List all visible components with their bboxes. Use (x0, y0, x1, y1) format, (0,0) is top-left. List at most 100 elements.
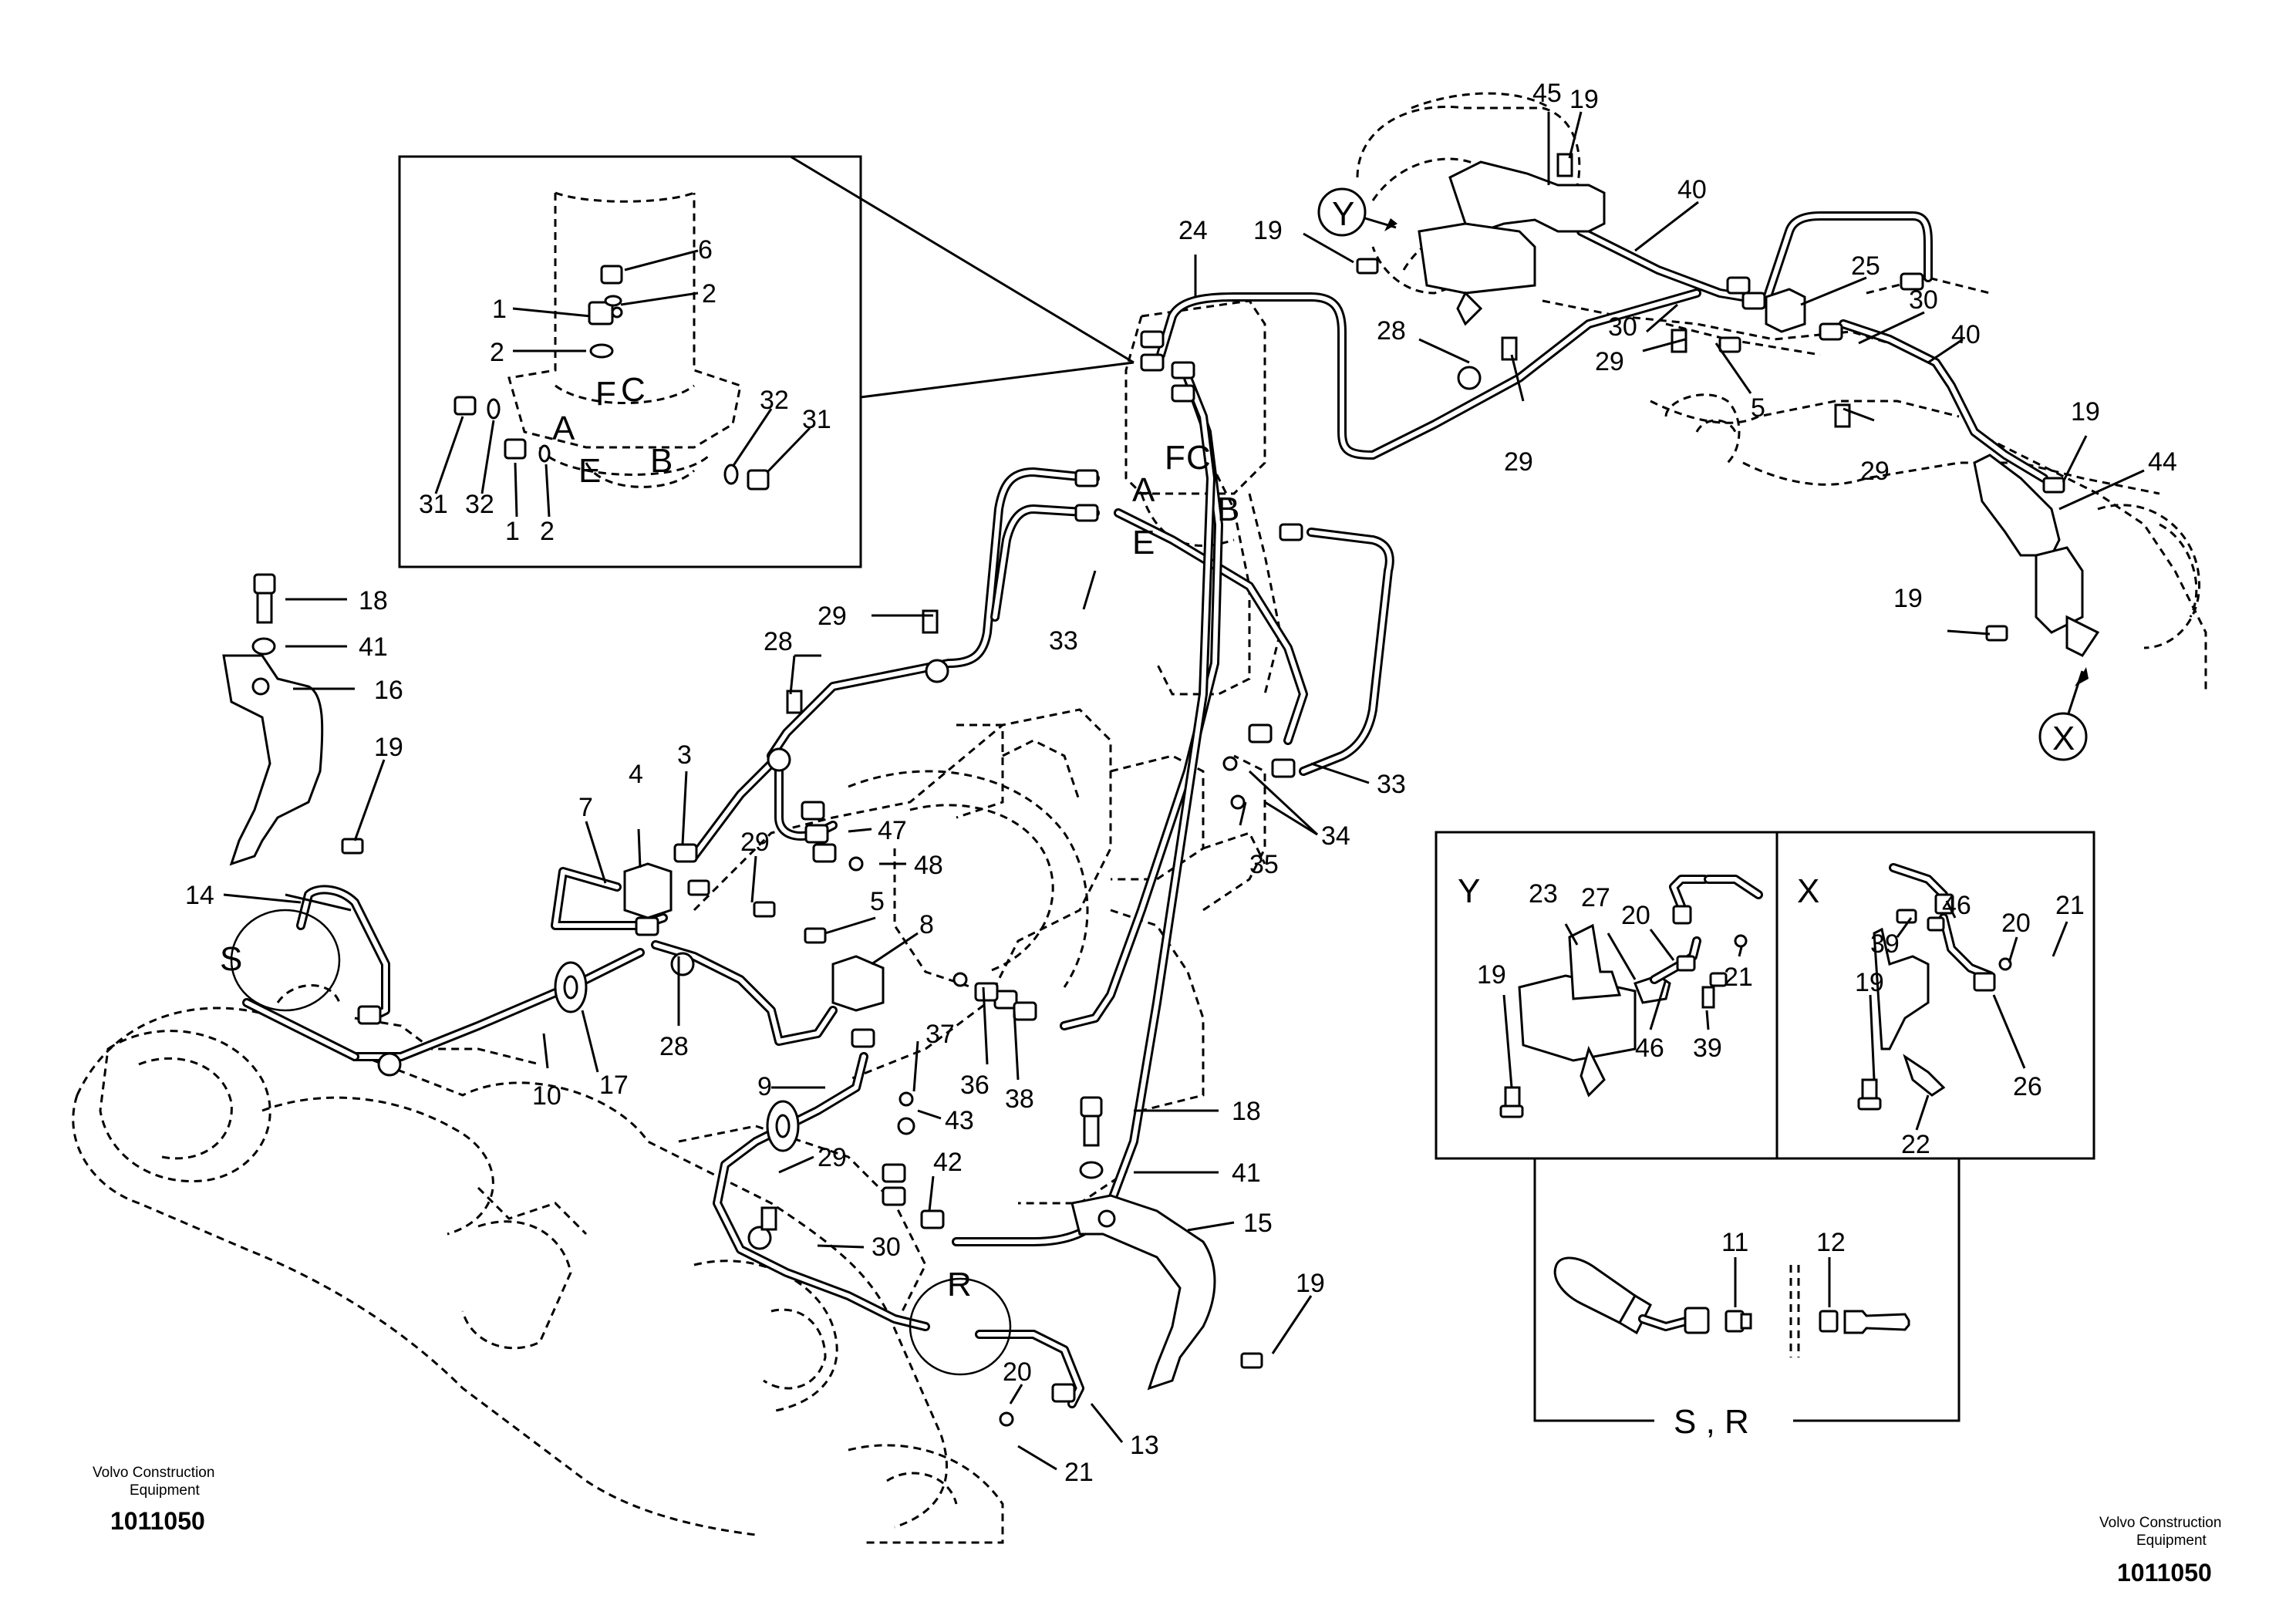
bracket-44 (1973, 454, 2061, 557)
marker-s-circle (230, 909, 341, 1012)
callout-24: 24 (1178, 216, 1208, 245)
callout-18a: 18 (359, 586, 388, 615)
inset-callout-1a: 1 (492, 295, 507, 324)
inset-callout-1b: 1 (505, 517, 520, 546)
footer-right: Volvo Construction Equipment 1011050 (2099, 1515, 2221, 1587)
footer-left-brand-line1: Volvo Construction (93, 1465, 214, 1481)
inset-s-r-title: S , R (1674, 1403, 1749, 1441)
callout-37: 37 (925, 1020, 955, 1049)
callout-3: 3 (677, 740, 692, 770)
inset-x-callout-22: 22 (1901, 1130, 1930, 1159)
footer-left: Volvo Construction Equipment 1011050 (93, 1465, 214, 1535)
inset-x-callout-20: 20 (2001, 909, 2031, 938)
inset-callout-32b: 32 (465, 490, 494, 519)
inset-view-y-x: Y X (1435, 831, 2095, 1160)
callout-42: 42 (933, 1148, 963, 1177)
callout-4: 4 (629, 760, 643, 789)
callout-19b: 19 (1253, 216, 1283, 245)
callout-5b: 5 (870, 887, 885, 916)
callout-18b: 18 (1232, 1097, 1261, 1126)
callout-29f: 29 (818, 1143, 847, 1172)
footer-left-brand-line2: Equipment (130, 1482, 201, 1499)
main-port-a: A (1132, 471, 1155, 509)
callout-21a: 21 (1064, 1458, 1094, 1487)
callout-48: 48 (914, 851, 943, 880)
inset-y-callout-27: 27 (1581, 883, 1610, 912)
inset-y-callout-20: 20 (1621, 901, 1650, 930)
callout-28b: 28 (764, 627, 793, 656)
inset-port-e: E (578, 452, 601, 490)
inset-y-callout-23: 23 (1529, 879, 1558, 909)
callout-16: 16 (374, 676, 403, 705)
valve-block-4 (623, 862, 673, 919)
callout-19e: 19 (374, 733, 403, 762)
callout-29b: 29 (1504, 447, 1533, 477)
bracket-45-box (1418, 222, 1536, 295)
callout-10: 10 (532, 1081, 561, 1111)
inset-port-b: B (650, 442, 673, 480)
callout-40b: 40 (1951, 320, 1981, 349)
callout-9: 9 (757, 1072, 772, 1101)
callout-33a: 33 (1049, 626, 1078, 656)
callout-7: 7 (578, 793, 593, 822)
inset-x-callout-26: 26 (2013, 1072, 2042, 1101)
inset-x-callout-46: 46 (1942, 891, 1971, 920)
callout-25: 25 (1851, 251, 1880, 281)
marker-s-label: S (220, 940, 242, 978)
inset-port-detail-frame (398, 155, 862, 568)
footer-right-brand-line1: Volvo Construction (2099, 1515, 2221, 1531)
callout-30a: 30 (1608, 312, 1637, 342)
callout-8: 8 (919, 910, 934, 939)
marker-r-label: R (947, 1266, 972, 1303)
inset-view-s-r-frame (1533, 1158, 1961, 1422)
inset-s-r-callout-12: 12 (1816, 1228, 1846, 1257)
callout-47: 47 (878, 816, 907, 845)
callout-41a: 41 (359, 632, 388, 662)
footer-left-number: 1011050 (110, 1507, 205, 1535)
callout-40a: 40 (1677, 175, 1707, 204)
callout-17: 17 (599, 1071, 629, 1100)
callout-19a: 19 (1569, 85, 1599, 114)
view-markers: Y X S R (220, 187, 2089, 1376)
valve-block-25 (1765, 288, 1806, 333)
inset-callout-2c: 2 (540, 517, 555, 546)
inset-x-callout-39: 39 (1870, 929, 1900, 959)
callout-45: 45 (1532, 79, 1562, 108)
callout-5a: 5 (1751, 393, 1765, 423)
inset-callout-31b: 31 (419, 490, 448, 519)
callout-19c: 19 (2071, 397, 2100, 427)
footer-right-number: 1011050 (2117, 1559, 2212, 1587)
marker-x-label: X (2052, 720, 2075, 757)
brackets-and-fittings (222, 153, 2100, 1427)
valve-block-8 (831, 955, 885, 1012)
inset-callout-2a: 2 (702, 279, 716, 309)
callout-35: 35 (1249, 850, 1279, 879)
inset-s-r-callout-11: 11 (1721, 1228, 1748, 1257)
callouts: 45 19 40 19 24 25 30 30 40 28 29 5 29 29… (185, 79, 2177, 1487)
footer-right-brand-line2: Equipment (2136, 1533, 2207, 1549)
inset-view-s-r: S , R 11 12 (1533, 1158, 1961, 1441)
inset-x-callout-19: 19 (1855, 968, 1884, 997)
inset-y-callout-46: 46 (1635, 1034, 1664, 1063)
leader-lines (223, 111, 2145, 1471)
marker-r-circle (909, 1277, 1012, 1376)
callout-43: 43 (945, 1106, 974, 1135)
callout-41b: 41 (1232, 1158, 1261, 1188)
inset-y-label: Y (1458, 872, 1480, 910)
marker-y-circle (1317, 187, 1367, 237)
callout-33b: 33 (1377, 770, 1406, 799)
inset-x-callout-21: 21 (2055, 891, 2085, 920)
inset-callout-31a: 31 (802, 405, 831, 434)
inset-y-callout-19: 19 (1477, 960, 1506, 990)
callout-38: 38 (1005, 1084, 1034, 1114)
callout-13: 13 (1130, 1431, 1159, 1460)
bracket-45 (1448, 160, 1606, 233)
callout-30b: 30 (1909, 285, 1938, 315)
callout-20a: 20 (1003, 1357, 1032, 1387)
inset-view-y-x-frame (1435, 831, 2095, 1160)
callout-44: 44 (2148, 447, 2177, 477)
callout-36: 36 (960, 1071, 990, 1100)
inset-callout-2b: 2 (490, 338, 504, 367)
callout-19f: 19 (1296, 1269, 1325, 1298)
